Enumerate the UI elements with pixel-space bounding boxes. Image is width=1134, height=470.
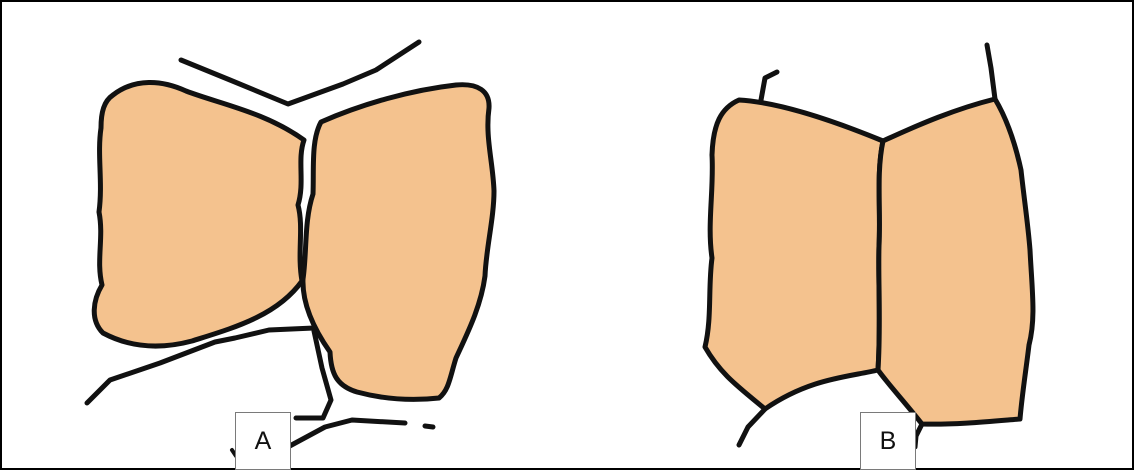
panel-b-left-cell xyxy=(705,100,883,409)
panel-a-bottom-dash xyxy=(425,426,433,427)
panel-b-label: B xyxy=(860,412,916,470)
panel-b-right-cell xyxy=(878,99,1033,424)
panel-a-label: A xyxy=(235,412,291,470)
panel-a-left-cell xyxy=(94,82,304,345)
